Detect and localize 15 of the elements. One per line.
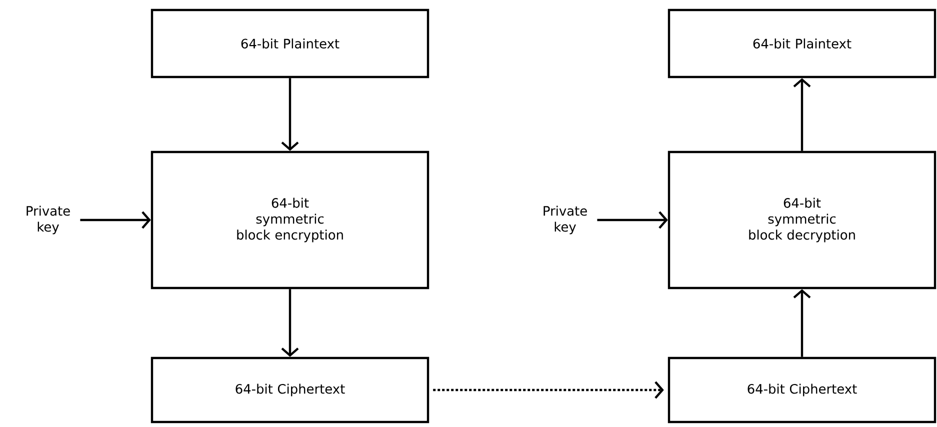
arrow bbox=[281, 78, 299, 151]
input-label: Private key bbox=[26, 206, 70, 234]
arrow bbox=[793, 289, 811, 357]
process-box: 64-bit Ciphertext bbox=[150, 356, 430, 424]
process-box: 64-bit symmetric block decryption bbox=[668, 150, 936, 290]
arrow bbox=[433, 381, 664, 399]
process-box: 64-bit Ciphertext bbox=[668, 356, 936, 424]
arrow bbox=[281, 289, 299, 357]
arrow bbox=[597, 211, 668, 229]
process-box: 64-bit Plaintext bbox=[150, 8, 430, 78]
arrow bbox=[80, 211, 151, 229]
process-box: 64-bit symmetric block encryption bbox=[150, 150, 430, 290]
process-box: 64-bit Plaintext bbox=[668, 8, 936, 78]
input-label: Private key bbox=[544, 206, 587, 234]
arrow bbox=[793, 78, 811, 151]
